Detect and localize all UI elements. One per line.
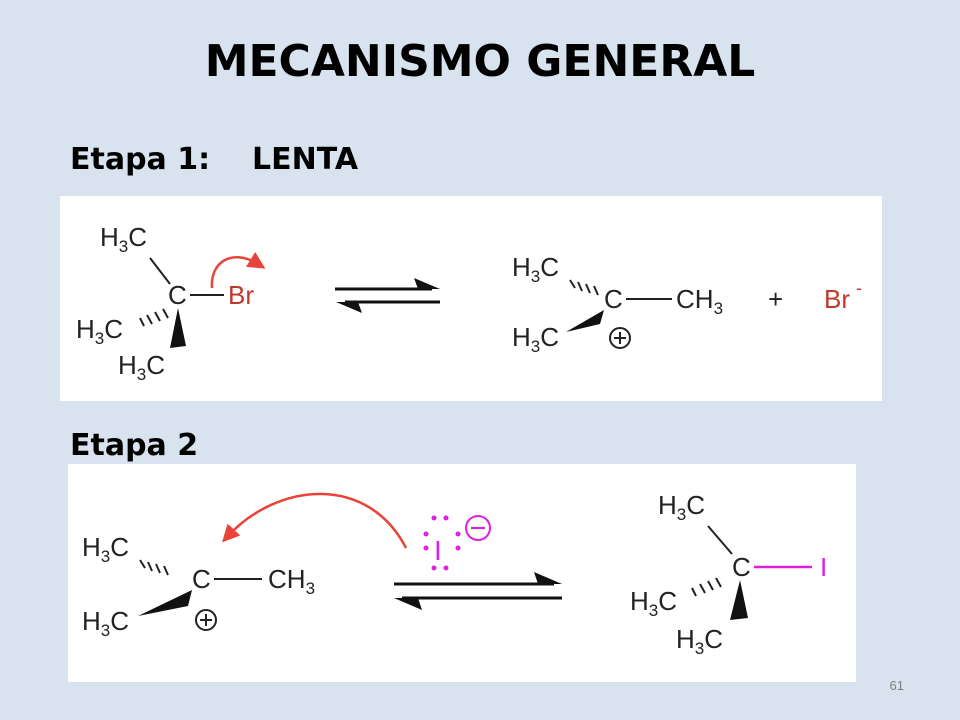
p2-hashed-bond <box>691 577 722 597</box>
r2-methyl-top: H3C <box>82 532 129 566</box>
r2-methyl-bottom: H3C <box>82 606 129 640</box>
r1-hashed-bond <box>139 308 169 327</box>
step1-equilibrium-arrows <box>335 278 440 313</box>
step1-plus-sign: + <box>768 284 783 314</box>
step2-reaction-panel: H3C C CH3 H3C I <box>68 464 856 682</box>
p2-methyl-top: H3C <box>658 490 705 524</box>
step1-bromide-charge: - <box>856 278 862 298</box>
r2-center-carbon: C <box>192 564 211 594</box>
r2-wedge-bond <box>138 590 192 616</box>
p2-methyl-left: H3C <box>630 586 677 620</box>
p1-positive-charge <box>609 327 631 349</box>
r1-methyl-bottom: H3C <box>118 350 165 384</box>
r2-positive-charge <box>195 609 217 631</box>
step1-product: H3C C CH3 H3C + Br - <box>512 252 862 356</box>
r2-hashed-bond <box>139 559 169 576</box>
r1-center-carbon: C <box>168 280 187 310</box>
step1-reaction-diagram: H3C C Br H3C H3C H3C <box>76 222 862 384</box>
slide-title: MECANISMO GENERAL <box>204 36 756 87</box>
r2-curved-arrow <box>222 492 408 549</box>
r1-methyl-top: H3C <box>100 222 147 256</box>
r1-bromine: Br <box>228 280 254 310</box>
p1-hashed-bond <box>569 279 599 296</box>
page-number: 61 <box>889 678 904 693</box>
r1-methyl-left: H3C <box>76 314 123 348</box>
step2-reactant: H3C C CH3 H3C <box>82 492 408 640</box>
p1-wedge-bond <box>566 310 604 332</box>
step1-reactant: H3C C Br H3C H3C <box>76 222 266 384</box>
step2-label: Etapa 2 <box>70 428 199 463</box>
r2-methyl-right: CH3 <box>268 564 315 598</box>
step1-speed-label: LENTA <box>252 142 359 177</box>
step2-product: H3C C I H3C H3C <box>630 490 827 658</box>
p1-methyl-bottom: H3C <box>512 322 559 356</box>
p1-methyl-top: H3C <box>512 252 559 286</box>
step1-label: Etapa 1: <box>70 142 211 177</box>
r1-curved-arrow <box>210 251 266 289</box>
step2-equilibrium-arrows <box>394 572 562 610</box>
r1-wedge-bond <box>170 308 186 348</box>
p1-methyl-right: CH3 <box>676 284 723 318</box>
step2-reaction-diagram: H3C C CH3 H3C I <box>82 490 827 658</box>
step1-bromide: Br <box>824 284 850 314</box>
p2-wedge-bond <box>730 580 748 620</box>
step1-reaction-panel: H3C C Br H3C H3C H3C <box>60 196 882 401</box>
iodide-nucleophile: I <box>423 515 491 571</box>
iodide-negative-charge <box>465 515 491 541</box>
p2-center-carbon: C <box>732 552 751 582</box>
p1-center-carbon: C <box>604 284 623 314</box>
iodide-atom: I <box>434 535 442 566</box>
p2-iodine: I <box>820 552 827 582</box>
p2-methyl-bottom: H3C <box>676 624 723 658</box>
